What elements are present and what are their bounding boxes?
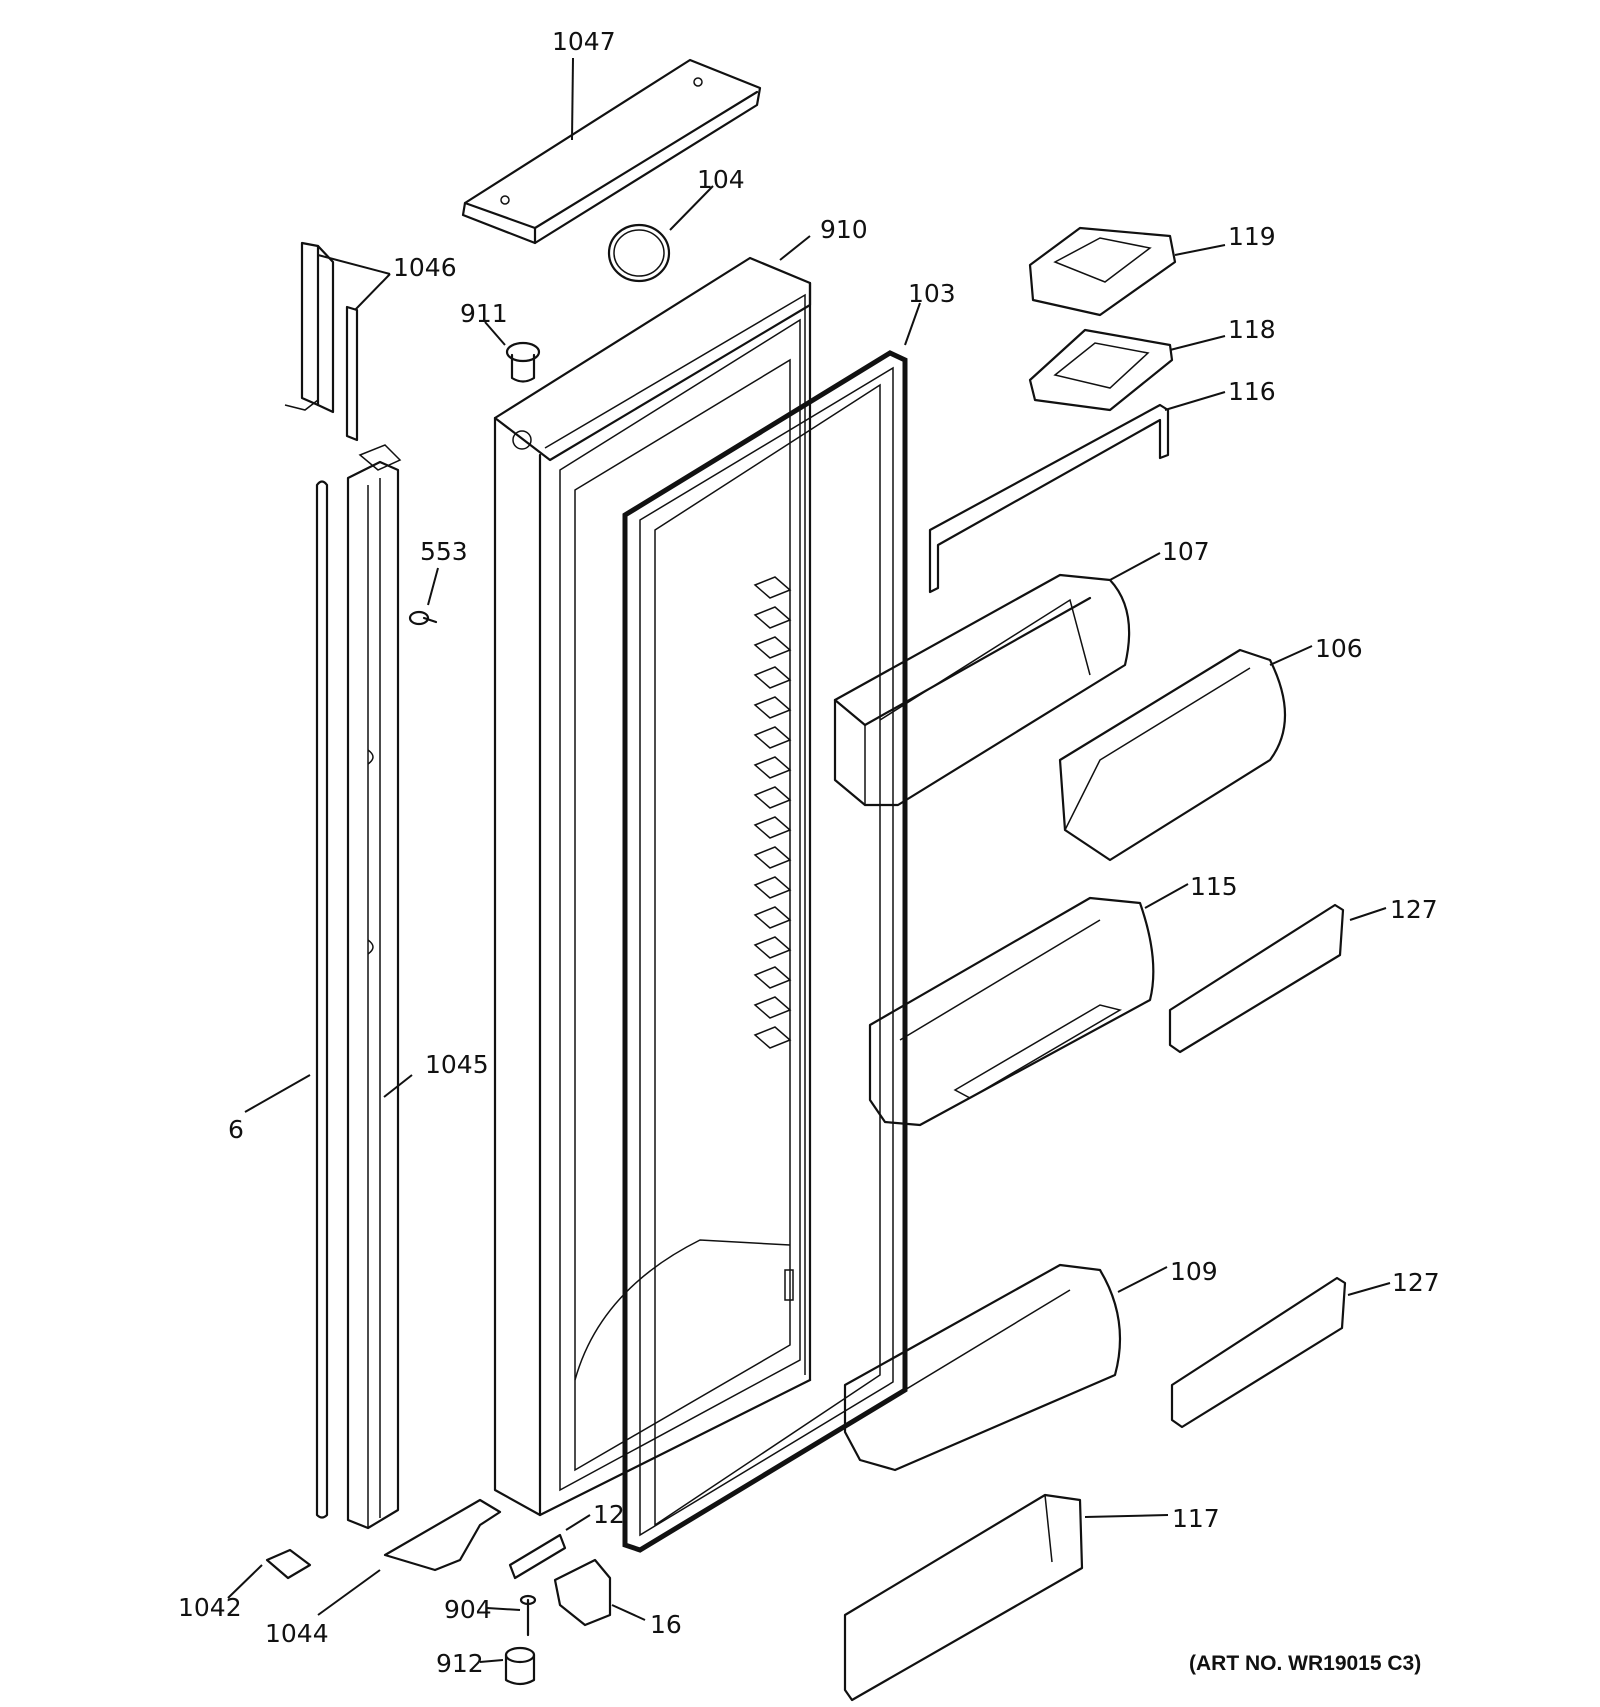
- part-116-shelf-rail: [928, 403, 1170, 594]
- callout-1042: 1042: [178, 1593, 242, 1622]
- callout-116: 116: [1228, 377, 1276, 406]
- part-553-screw: [408, 610, 438, 626]
- callout-6: 6: [228, 1115, 244, 1144]
- callout-911: 911: [460, 299, 508, 328]
- part-107-door-bin: [833, 573, 1131, 807]
- part-1044-bracket: [383, 1498, 502, 1572]
- part-16-bottom-hinge: [553, 1558, 612, 1627]
- part-118-dairy-bin: [1028, 328, 1174, 412]
- part-904-screw: [519, 1594, 537, 1637]
- part-1046-shims: [284, 241, 359, 442]
- art-number: (ART NO. WR19015 C3): [1189, 1652, 1421, 1675]
- callout-1045: 1045: [425, 1050, 489, 1079]
- callout-1047: 1047: [552, 27, 616, 56]
- part-1045-handle-channel: [346, 444, 402, 1530]
- part-127-trim-lower: [1170, 1276, 1347, 1429]
- part-117-bin-front: [843, 1493, 1084, 1702]
- callout-104: 104: [697, 165, 745, 194]
- callout-12: 12: [593, 1500, 625, 1529]
- part-104-ring: [607, 223, 671, 283]
- part-1047-hinge-cover: [461, 58, 762, 245]
- door-shelf-clips: [753, 576, 792, 1049]
- callout-106: 106: [1315, 634, 1363, 663]
- callout-1046: 1046: [393, 253, 457, 282]
- part-103-door-gasket: [622, 350, 908, 1553]
- part-12-hinge-plate: [508, 1533, 567, 1580]
- callout-119: 119: [1228, 222, 1276, 251]
- callout-107: 107: [1162, 537, 1210, 566]
- callout-118: 118: [1228, 315, 1276, 344]
- callout-127-lower: 127: [1392, 1268, 1440, 1297]
- callout-127-upper: 127: [1390, 895, 1438, 924]
- callout-16: 16: [650, 1610, 682, 1639]
- callout-117: 117: [1172, 1504, 1220, 1533]
- part-912-bushing: [504, 1646, 536, 1686]
- leader-lines: [227, 57, 1391, 1663]
- callout-912: 912: [436, 1649, 484, 1678]
- part-109-door-bin: [843, 1263, 1122, 1472]
- callout-553: 553: [420, 537, 468, 566]
- callout-103: 103: [908, 279, 956, 308]
- callout-115: 115: [1190, 872, 1238, 901]
- part-119-dairy-cover: [1028, 226, 1177, 317]
- callout-109: 109: [1170, 1257, 1218, 1286]
- part-115-door-bin: [868, 896, 1155, 1127]
- part-6-rod: [315, 480, 329, 1519]
- callout-910: 910: [820, 215, 868, 244]
- part-911-bushing: [505, 341, 541, 383]
- part-1042-clip: [265, 1548, 312, 1580]
- callout-1044: 1044: [265, 1619, 329, 1648]
- callout-904: 904: [444, 1595, 492, 1624]
- part-127-trim-upper: [1168, 903, 1345, 1054]
- part-106-door-bin: [1058, 648, 1286, 862]
